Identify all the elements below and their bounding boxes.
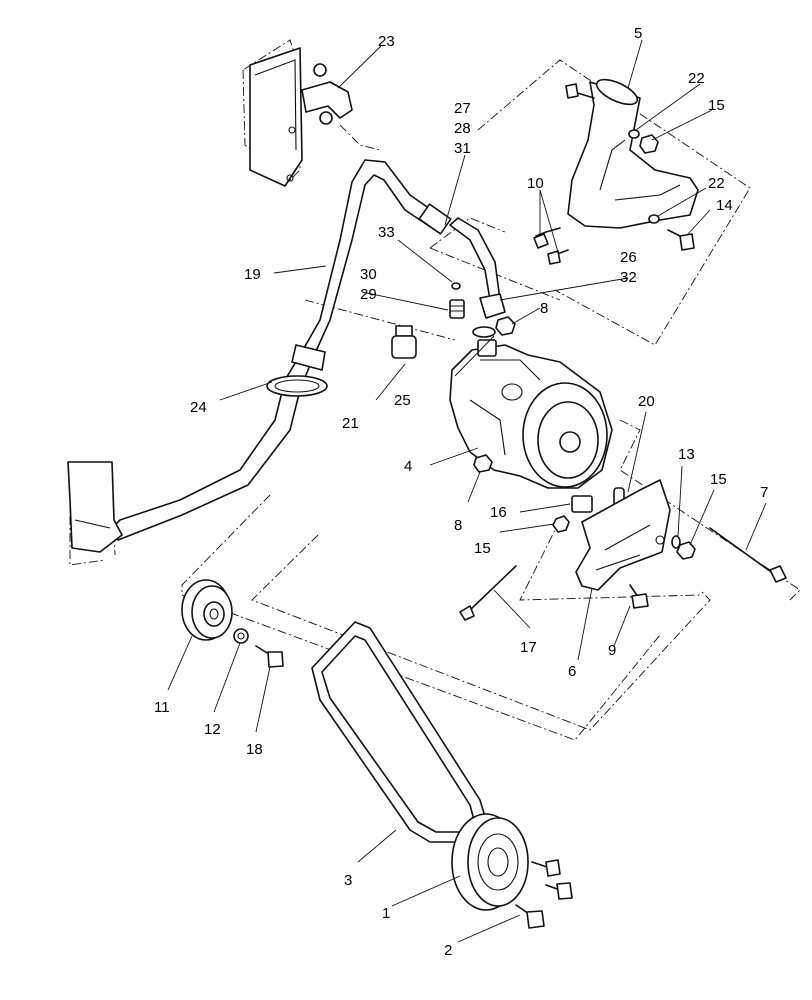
callout-7: 7 [760, 484, 768, 501]
leader-lines [167, 39, 767, 943]
callout-4: 4 [404, 458, 412, 475]
callout-labels: 5 23 22 15 27 28 31 10 22 14 33 26 19 30… [154, 25, 768, 959]
part-17-long-bolt [459, 565, 517, 621]
part-2-bolt [515, 904, 545, 929]
part-3-drive-belt [311, 621, 487, 843]
part-25-o-ring [472, 326, 496, 338]
hose-end-fitting [67, 461, 123, 553]
callout-17: 17 [520, 639, 537, 656]
callout-2: 2 [444, 942, 452, 959]
callout-32: 32 [620, 269, 637, 286]
callout-16: 16 [490, 504, 507, 521]
part-7-long-bolt [709, 527, 787, 583]
part-pulley-bolts [531, 859, 573, 900]
part-19-refrigerant-hose [109, 159, 501, 541]
part-21-pressure-switch [391, 325, 417, 359]
callout-21: 21 [342, 415, 359, 432]
part-1-crank-pulley [451, 813, 529, 911]
callout-10: 10 [527, 175, 544, 192]
part-12-washer [233, 628, 249, 644]
part-8-nut-lower [473, 454, 493, 473]
callout-5: 5 [634, 25, 642, 42]
part-16-spacer [571, 495, 593, 513]
callout-27: 27 [454, 100, 471, 117]
part-18-bolt [255, 645, 284, 668]
callout-33: 33 [378, 224, 395, 241]
callout-23: 23 [378, 33, 395, 50]
callout-15-middle: 15 [474, 540, 491, 557]
callout-30: 30 [360, 266, 377, 283]
callout-13: 13 [678, 446, 695, 463]
part-10-bolt-b [547, 249, 569, 265]
callout-3: 3 [344, 872, 352, 889]
part-13-washer [671, 535, 681, 549]
callout-28: 28 [454, 120, 471, 137]
callout-9: 9 [608, 642, 616, 659]
part-6-lower-bracket [575, 479, 671, 591]
callout-12: 12 [204, 721, 221, 738]
part-5-upper-bracket [567, 78, 699, 229]
part-11-idler-pulley [181, 579, 233, 641]
callout-26: 26 [620, 249, 637, 266]
callout-15-upper: 15 [708, 97, 725, 114]
part-8-nut-upper [495, 316, 516, 336]
part-9-bolt [629, 584, 649, 609]
callout-20: 20 [638, 393, 655, 410]
callout-29: 29 [360, 286, 377, 303]
part-15-nut-upper [639, 134, 659, 154]
part-22-washer-upper [628, 129, 640, 139]
callout-24: 24 [190, 399, 207, 416]
callout-8-lower: 8 [454, 517, 462, 534]
callout-8-upper: 8 [540, 300, 548, 317]
part-4-ac-compressor [449, 339, 613, 489]
part-10-bolt-a [533, 227, 561, 249]
part-22-washer-lower [648, 214, 660, 224]
callout-25: 25 [394, 392, 411, 409]
assembly-boundary-lines [69, 39, 801, 741]
part-24-hose-clip [266, 375, 328, 397]
part-bolt-top-left [565, 83, 595, 99]
part-26-hose-nut [479, 293, 506, 319]
callout-15-right: 15 [710, 471, 727, 488]
part-23-mount-bracket [249, 47, 353, 187]
callout-22-lower: 22 [708, 175, 725, 192]
part-14-bolt [667, 229, 695, 251]
callout-18: 18 [246, 741, 263, 758]
callout-1: 1 [382, 905, 390, 922]
part-15-nut-right [676, 541, 696, 560]
part-15-nut-middle [552, 515, 570, 533]
callout-11: 11 [154, 699, 170, 716]
part-29-service-valve [449, 299, 465, 319]
callout-19: 19 [244, 266, 261, 283]
callout-22-upper: 22 [688, 70, 705, 87]
part-33-valve-core [451, 282, 461, 290]
callout-14: 14 [716, 197, 733, 214]
callout-31: 31 [454, 140, 471, 157]
callout-6: 6 [568, 663, 576, 680]
